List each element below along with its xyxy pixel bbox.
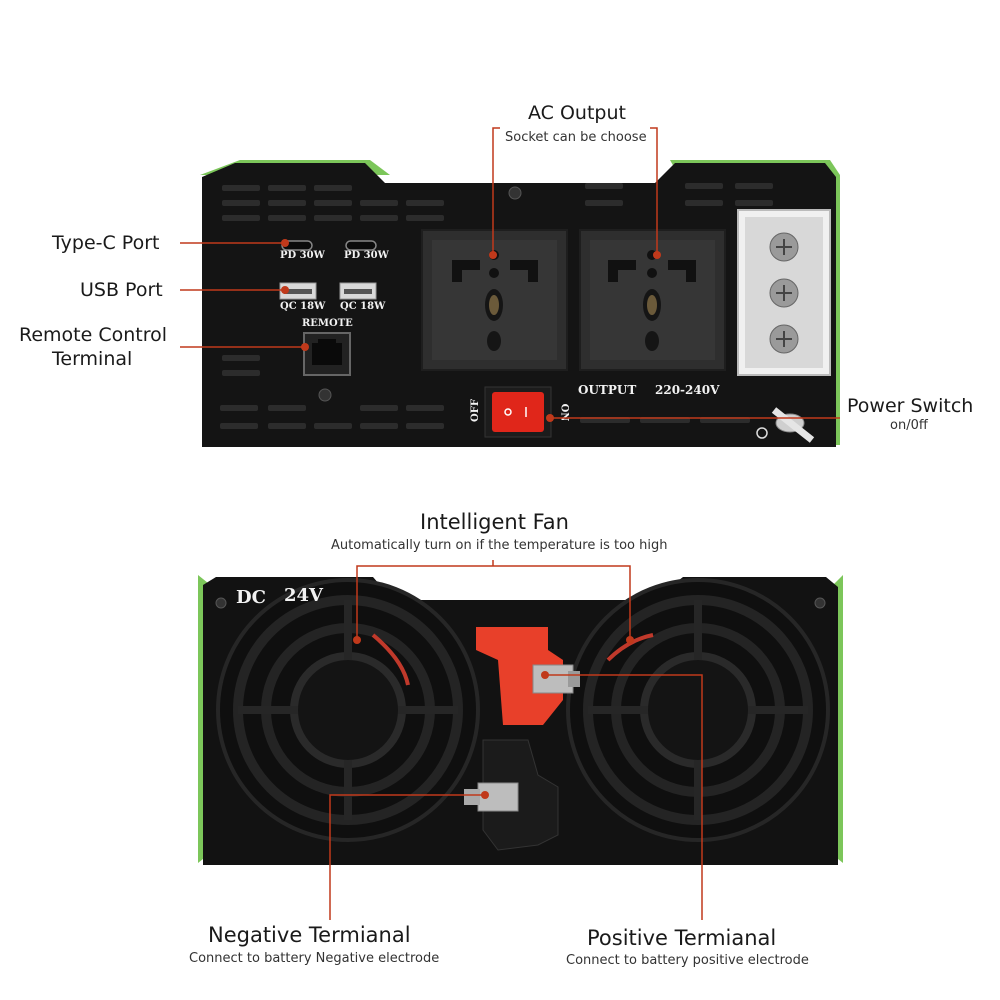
pd-30w-left-label: PD 30W xyxy=(280,250,325,261)
positive-terminal-title: Positive Termianal xyxy=(587,926,777,950)
power-switch-title: Power Switch xyxy=(847,395,974,417)
ac-output-subtitle: Socket can be choose xyxy=(505,130,647,145)
dc-side-panel: DC 24V xyxy=(198,565,843,865)
positive-terminal-subtitle: Connect to battery positive electrode xyxy=(566,953,809,968)
intelligent-fan-title: Intelligent Fan xyxy=(420,510,569,534)
qc-18w-left-label: QC 18W xyxy=(280,301,326,312)
pd-30w-right-label: PD 30W xyxy=(344,250,389,261)
output-label: OUTPUT xyxy=(578,383,637,397)
ac-side-panel: PD 30W PD 30W QC 18W QC 18W REMOTE OUTPU… xyxy=(200,155,840,450)
dc-label: DC xyxy=(236,587,266,608)
dc-voltage-label: 24V xyxy=(284,585,324,606)
power-switch-subtitle: on/0ff xyxy=(890,418,928,433)
negative-terminal-title: Negative Termianal xyxy=(208,923,411,947)
ac-output-title: AC Output xyxy=(528,102,626,124)
negative-terminal-subtitle: Connect to battery Negative electrode xyxy=(189,951,440,966)
type-c-port-title: Type-C Port xyxy=(52,232,160,254)
remote-control-title-line1: Remote Control xyxy=(19,324,168,346)
remote-control-title-line2: Terminal xyxy=(52,348,133,370)
qc-18w-right-label: QC 18W xyxy=(340,301,386,312)
usb-port-title: USB Port xyxy=(80,279,163,301)
output-voltage-label: 220-240V xyxy=(655,383,720,397)
remote-label: REMOTE xyxy=(302,318,353,329)
intelligent-fan-subtitle: Automatically turn on if the temperature… xyxy=(331,538,668,553)
